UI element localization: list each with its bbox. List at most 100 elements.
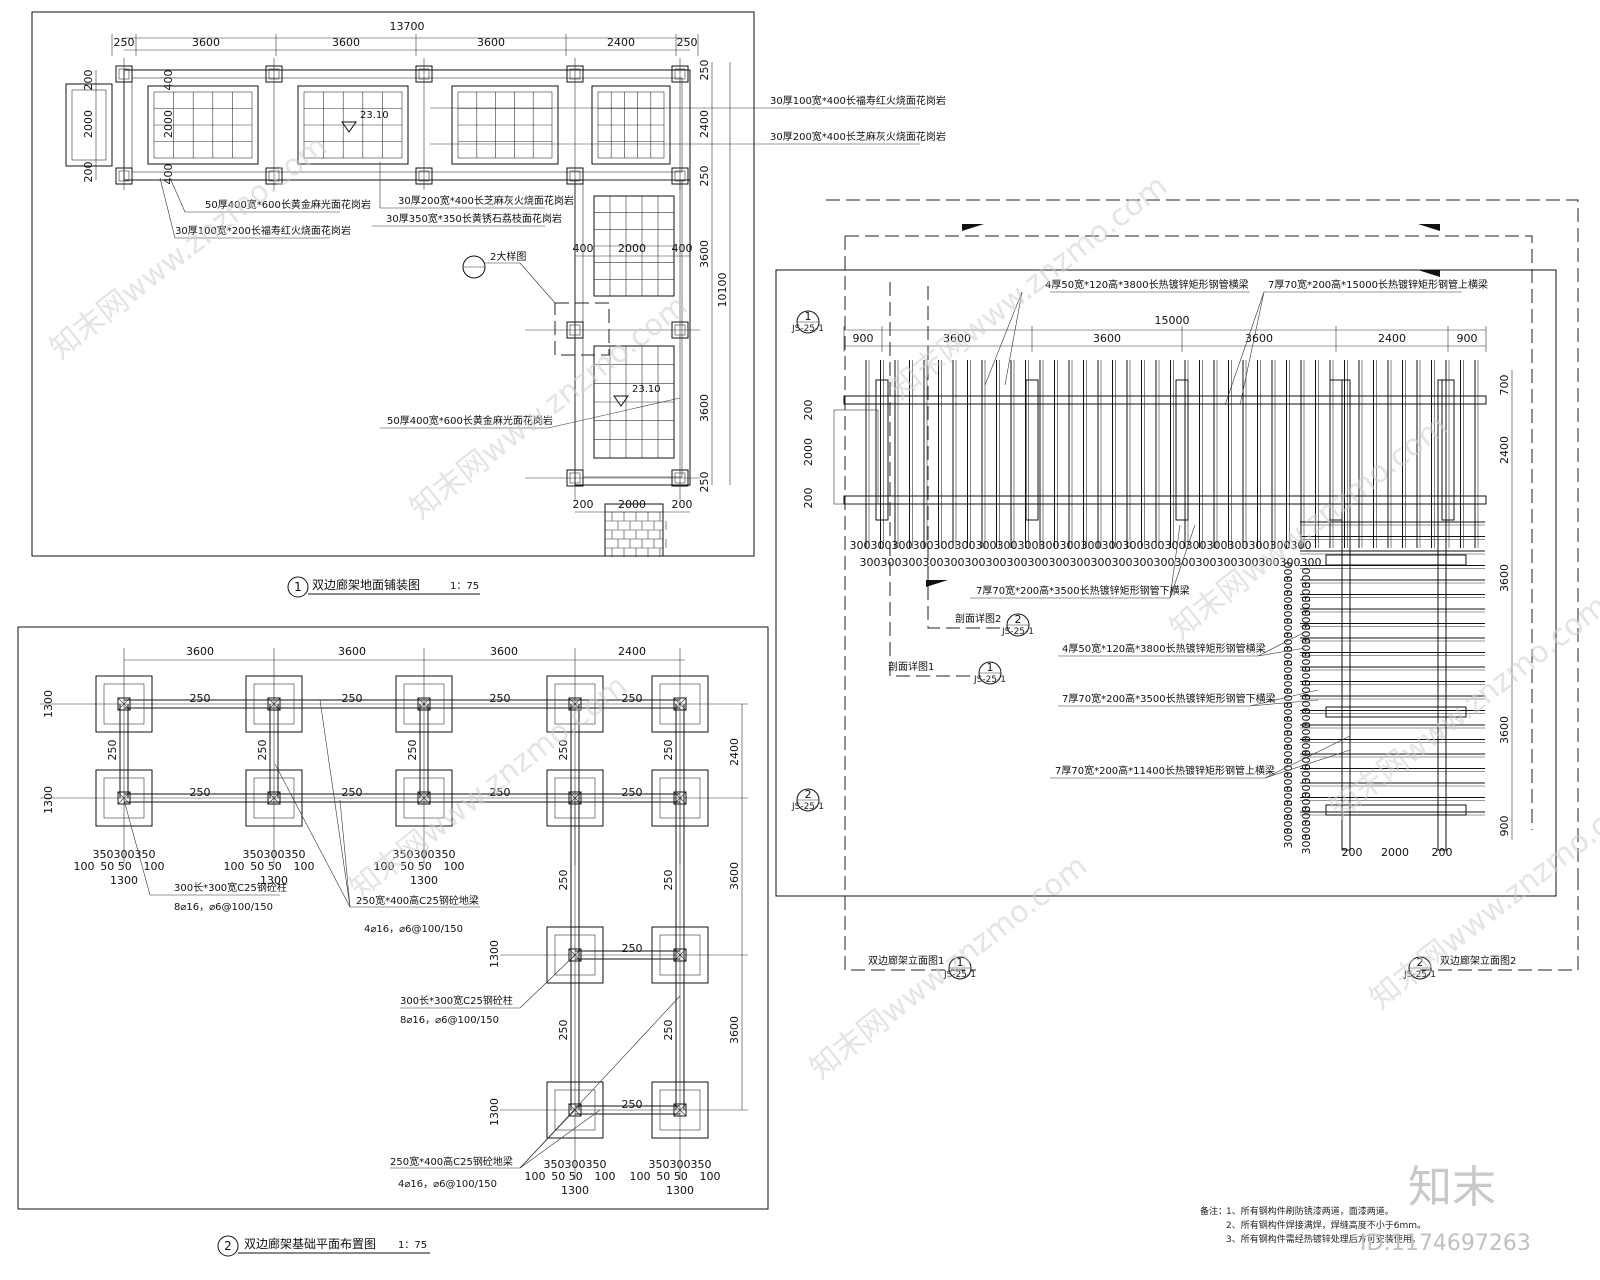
spacing-leg-a-0: 300 — [1282, 562, 1295, 583]
plan3-frame — [775, 269, 1557, 897]
spacing-leg-a-3: 300 — [1282, 604, 1295, 625]
footing-step — [253, 777, 295, 819]
spacing-top-10: 300 — [1060, 539, 1081, 552]
plan2-title: 双边廊架基础平面布置图 — [244, 1236, 376, 1251]
spacing-leg-b-10: 300 — [1300, 708, 1313, 729]
watermark-5: 知末网www.znzmo.com — [803, 848, 1094, 1086]
beam-height-3: 250 — [557, 740, 570, 761]
footing-step — [403, 777, 445, 819]
spacing-bot-4: 300 — [944, 556, 965, 569]
footing-sub-a-2: 100 — [374, 860, 395, 873]
p3-dim-right-4: 900 — [1498, 816, 1511, 837]
paving-panel-0 — [147, 85, 259, 165]
footing-subb-b-1: 50 50 — [656, 1170, 688, 1183]
p1-dim-bot-2: 200 — [672, 498, 693, 511]
column — [417, 697, 431, 711]
section-flag-0 — [962, 224, 984, 231]
p3-callout-0: 剖面详图2 — [955, 612, 1001, 625]
notes-head: 备注： — [1200, 1205, 1227, 1217]
p1-label-5: 30厚100宽*200长福寿红火烧面花岗岩 — [175, 224, 351, 237]
detail-callout-box — [554, 302, 610, 356]
footing-step — [103, 777, 145, 819]
p3-dim-right-2: 3600 — [1498, 564, 1511, 592]
spacing-leg-b-7: 300 — [1300, 666, 1313, 687]
beam-width-0: 250 — [190, 692, 211, 705]
p2-dim-right-2: 3600 — [728, 1016, 741, 1044]
beam-width-2: 250 — [490, 692, 511, 705]
spacing-bot-5: 300 — [965, 556, 986, 569]
spacing-leg-a-5: 300 — [1282, 632, 1295, 653]
footing-subb-a-1: 100 — [630, 1170, 651, 1183]
spacing-top-4: 300 — [934, 539, 955, 552]
p2-label-2: 250宽*400高C25钢砼地梁 — [356, 894, 479, 907]
footing-sub-a-0: 100 — [74, 860, 95, 873]
section-line-br — [1420, 876, 1579, 971]
spacing-leg-b-6: 300 — [1300, 652, 1313, 673]
beam-height-0: 250 — [106, 740, 119, 761]
column — [673, 948, 687, 962]
spacing-bot-7: 300 — [1007, 556, 1028, 569]
p2-dim-left-1: 1300 — [42, 786, 55, 814]
spacing-top-20: 300 — [1270, 539, 1291, 552]
plan2-index: 2 — [224, 1239, 232, 1253]
footing — [245, 675, 303, 733]
section-marker-num-2: 1 — [987, 661, 994, 674]
column-x — [568, 697, 582, 711]
section-marker-sheet-4: JS-25-1 — [943, 970, 976, 980]
spacing-leg-a-7: 300 — [1282, 660, 1295, 681]
spacing-leg-a-19: 300 — [1282, 828, 1295, 849]
section-line-outer — [826, 199, 1579, 876]
spacing-top-8: 300 — [1018, 539, 1039, 552]
section-marker-num-0: 1 — [805, 310, 812, 323]
column-x — [673, 1103, 687, 1117]
spacing-bot-15: 300 — [1175, 556, 1196, 569]
p2-label-7: 4⌀16，⌀6@100/150 — [398, 1179, 497, 1190]
spacing-top-17: 300 — [1207, 539, 1228, 552]
main-beam-h-0 — [843, 395, 1487, 405]
p3-callout-2: 双边廊架立面图1 — [868, 954, 944, 967]
column-x — [673, 697, 687, 711]
watermark-logo: 知末 — [1408, 1162, 1496, 1213]
spacing-top-11: 300 — [1081, 539, 1102, 552]
p1-dim-leg-2: 3600 — [698, 394, 711, 422]
entry-step — [65, 83, 113, 167]
footing-step — [554, 934, 596, 976]
beam-height-8: 250 — [662, 1020, 675, 1041]
paving-panel-1 — [297, 85, 409, 165]
column-x — [117, 791, 131, 805]
footing — [395, 769, 453, 827]
spacing-bot-14: 300 — [1154, 556, 1175, 569]
p3-dim-top-5: 900 — [1457, 332, 1478, 345]
spacing-bot-1: 300 — [881, 556, 902, 569]
p3-dim-right-0: 700 — [1498, 375, 1511, 396]
p1-dim-right-0: 250 — [698, 60, 711, 81]
p1-dim-in-2: 400 — [162, 164, 175, 185]
section-flag-1 — [1418, 224, 1440, 231]
footing-sub-b-2: 50 50 — [400, 860, 432, 873]
footing-subb-a-0: 100 — [525, 1170, 546, 1183]
beam-width-6: 250 — [622, 786, 643, 799]
footing-step — [659, 683, 701, 725]
p1-dim-top-3: 3600 — [477, 36, 505, 49]
spacing-top-15: 300 — [1165, 539, 1186, 552]
p3-callout-3: 双边廊架立面图2 — [1440, 954, 1516, 967]
p3-dim-top-1: 3600 — [943, 332, 971, 345]
main-beam-v-0 — [1341, 379, 1351, 851]
p2-dim-left-3: 1300 — [488, 1098, 501, 1126]
spacing-top-6: 300 — [976, 539, 997, 552]
p3-label-0: 4厚50宽*120高*3800长热镀锌矩形钢管横梁 — [1045, 278, 1249, 291]
spacing-bot-11: 300 — [1091, 556, 1112, 569]
p3-label-1: 7厚70宽*200高*15000长热镀锌矩形钢管上横梁 — [1268, 278, 1488, 291]
column — [117, 697, 131, 711]
spacing-leg-b-15: 300 — [1300, 778, 1313, 799]
spacing-leg-a-1: 300 — [1282, 576, 1295, 597]
footing-subb-b-0: 50 50 — [551, 1170, 583, 1183]
p3-dim-right-3: 3600 — [1498, 716, 1511, 744]
beam-height-5: 250 — [557, 870, 570, 891]
p3-dim-bot-1: 2000 — [1381, 846, 1409, 859]
p1-label-4: 50厚400宽*600长黄金麻光面花岗岩 — [205, 198, 371, 211]
spacing-top-0: 300 — [850, 539, 871, 552]
elevation-label: 23.10 — [360, 110, 389, 121]
